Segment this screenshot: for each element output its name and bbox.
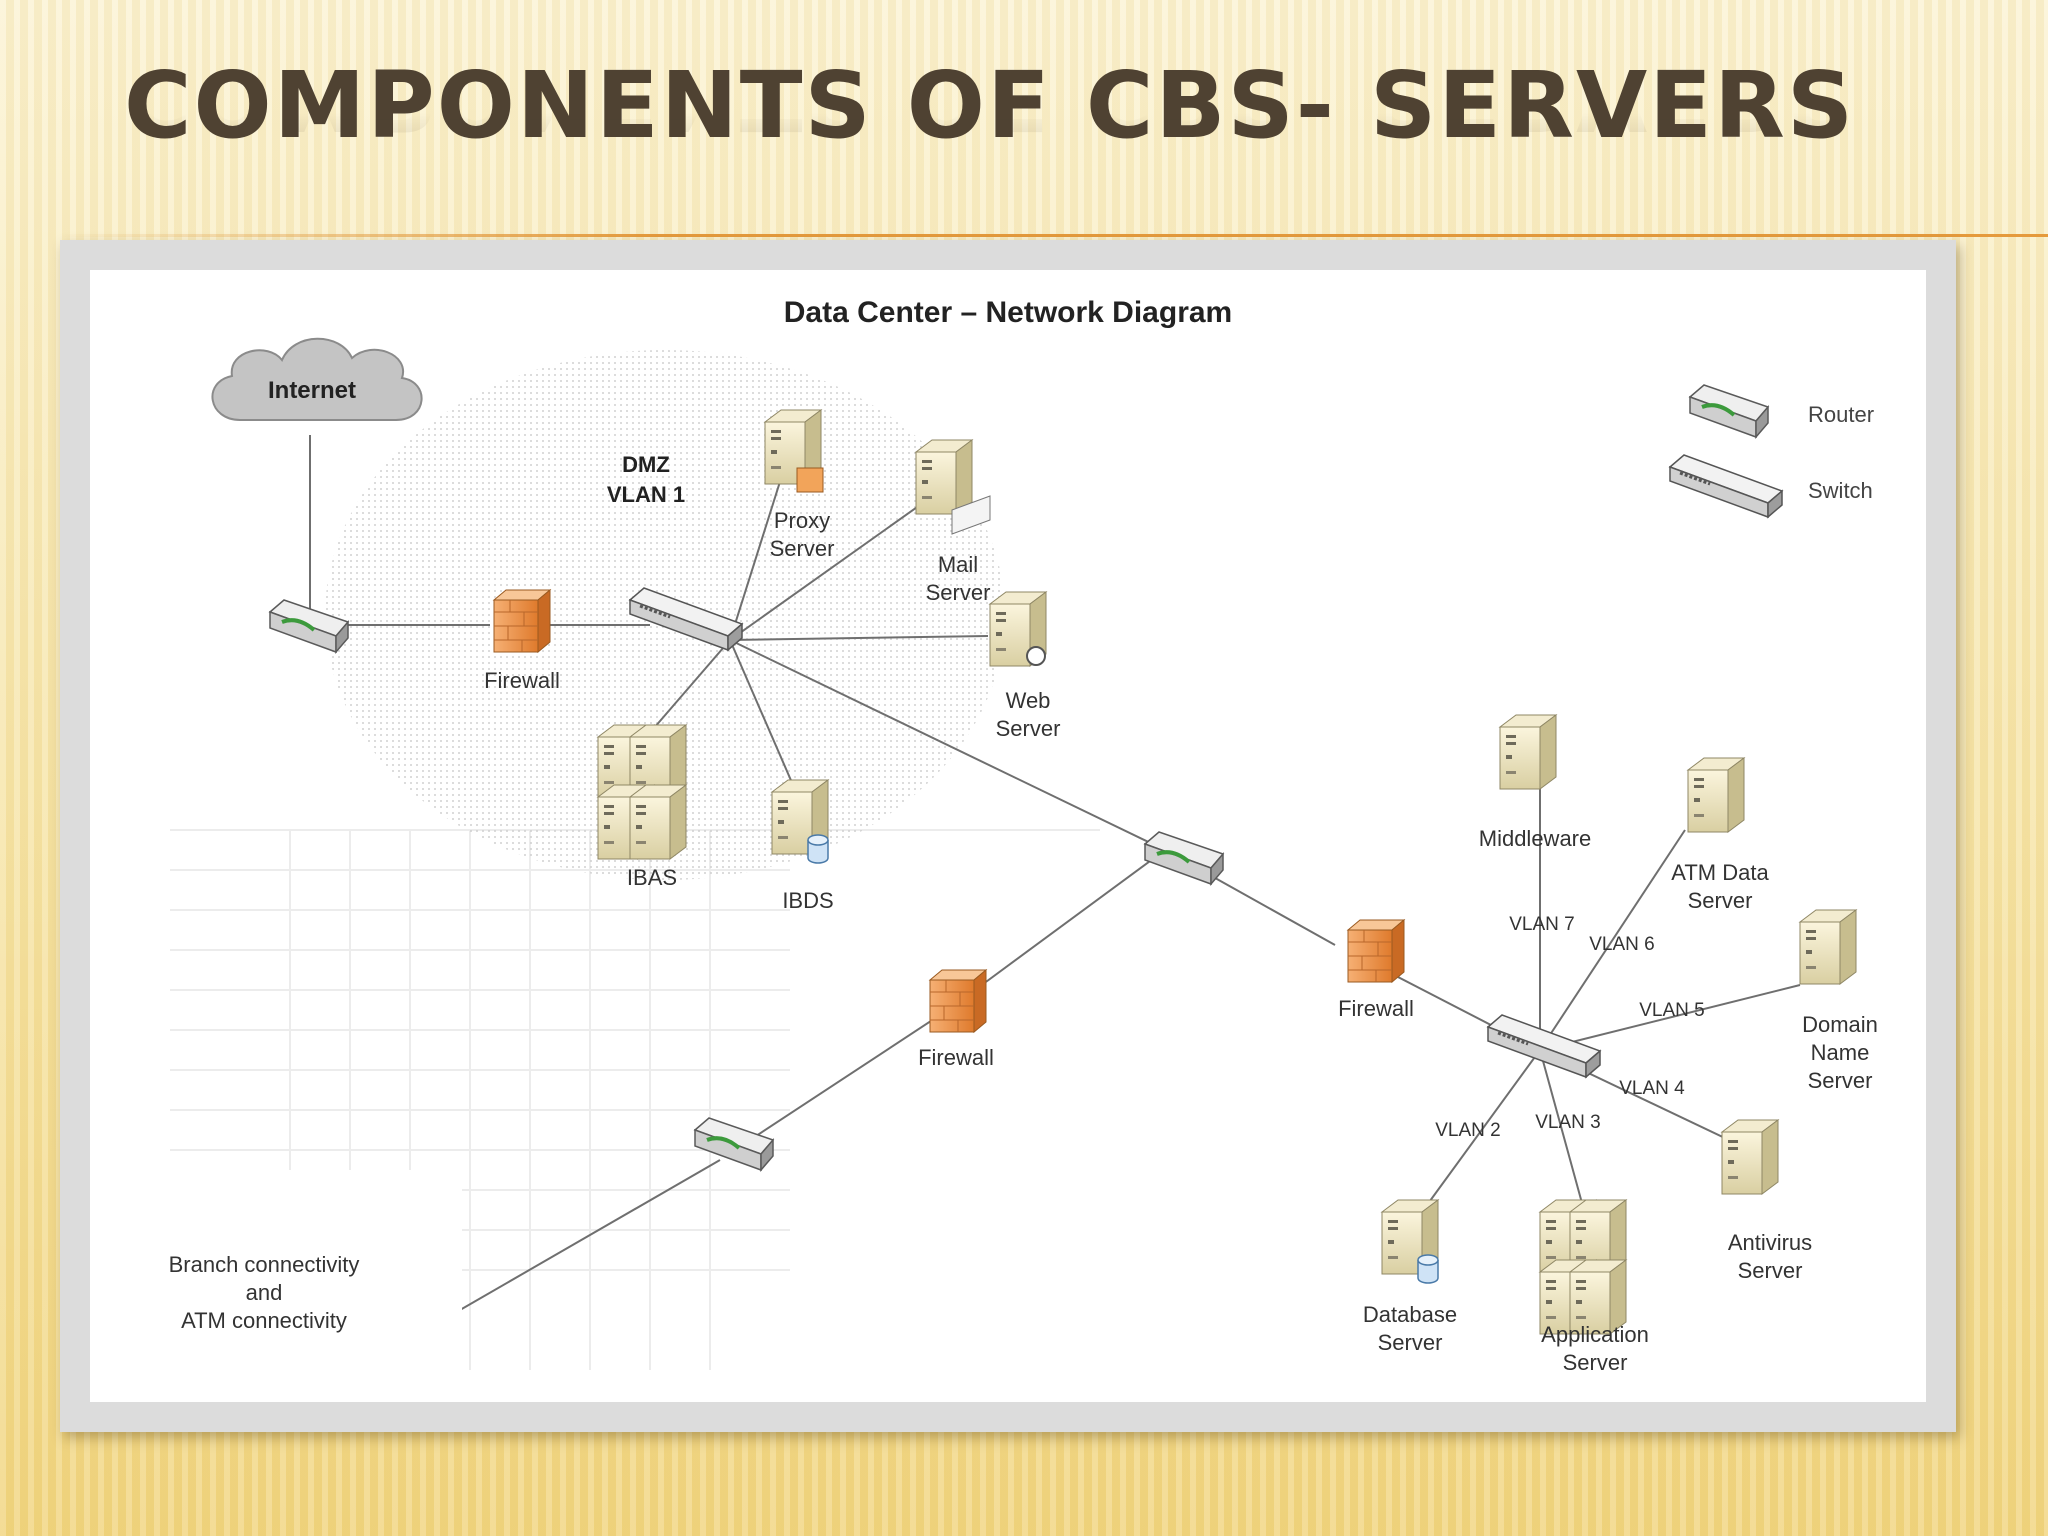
proxy-badge-icon <box>796 467 824 493</box>
dns-server-label-1: Domain <box>1802 1012 1878 1037</box>
web-server-label-2: Server <box>996 716 1061 741</box>
proxy-server-label-2: Server <box>770 536 835 561</box>
legend-switch-label: Switch <box>1808 478 1873 503</box>
dns-server-icon <box>1799 909 1857 985</box>
internal-firewall-icon <box>1347 919 1405 983</box>
branch-connectivity-label-3: ATM connectivity <box>181 1308 347 1333</box>
dns-server-label-3: Server <box>1808 1068 1873 1093</box>
diagram-title: Data Center – Network Diagram <box>784 296 1232 329</box>
diagram-frame: Data Center – Network Diagram Internet D… <box>60 240 1956 1432</box>
mail-server-icon <box>915 439 973 515</box>
branch-router-icon <box>693 1116 775 1172</box>
core-router-icon <box>1143 830 1225 886</box>
internet-label: Internet <box>268 377 356 404</box>
atm-data-server-icon <box>1687 757 1745 833</box>
antivirus-server-label-1: Antivirus <box>1728 1230 1812 1255</box>
database-cylinder-icon <box>1417 1254 1439 1284</box>
vlan-6-label: VLAN 6 <box>1589 934 1654 955</box>
dmz-vlan-label: VLAN 1 <box>607 482 685 507</box>
internet-cloud-icon <box>211 337 423 421</box>
dmz-label: DMZ <box>622 452 670 477</box>
antivirus-server-label-2: Server <box>1738 1258 1803 1283</box>
branch-firewall-icon <box>929 969 987 1033</box>
vlan-2-label: VLAN 2 <box>1435 1120 1500 1141</box>
ibas-label: IBAS <box>627 865 677 890</box>
ibas-server-icon <box>597 724 687 860</box>
application-server-icon <box>1539 1199 1627 1335</box>
middleware-server-icon <box>1499 714 1557 790</box>
vlan-5-label: VLAN 5 <box>1639 1000 1704 1021</box>
atm-data-server-label-2: Server <box>1688 888 1753 913</box>
branch-connectivity-label-1: Branch connectivity <box>169 1252 360 1277</box>
legend-switch-icon <box>1668 453 1784 519</box>
dns-server-label-2: Name <box>1811 1040 1870 1065</box>
database-server-label-1: Database <box>1363 1302 1457 1327</box>
application-server-label-2: Server <box>1563 1350 1628 1375</box>
internal-firewall-label: Firewall <box>1338 996 1414 1021</box>
slide-title: COMPONENTS OF CBS- SERVERS <box>124 52 1856 159</box>
database-server-label-2: Server <box>1378 1330 1443 1355</box>
mail-envelope-icon <box>951 495 991 535</box>
atm-data-server-label-1: ATM Data <box>1671 860 1769 885</box>
background-grid <box>170 829 1100 1370</box>
legend-router-label: Router <box>1808 402 1874 427</box>
branch-connectivity-label-2: and <box>246 1280 283 1305</box>
title-accent-line <box>60 234 2048 237</box>
mail-server-label-1: Mail <box>938 552 978 577</box>
ibds-database-icon <box>807 834 829 864</box>
ibds-label: IBDS <box>782 888 833 913</box>
antivirus-server-icon <box>1721 1119 1779 1195</box>
web-server-label-1: Web <box>1006 688 1051 713</box>
proxy-server-label-1: Proxy <box>774 508 830 533</box>
vlan-7-label: VLAN 7 <box>1509 914 1574 935</box>
branch-connectivity-box <box>90 1170 462 1402</box>
vlan-3-label: VLAN 3 <box>1535 1112 1600 1133</box>
application-server-label-1: Application <box>1541 1322 1649 1347</box>
vlan-4-label: VLAN 4 <box>1619 1078 1685 1099</box>
dmz-firewall-icon <box>493 589 551 653</box>
legend-router-icon <box>1688 383 1770 439</box>
dmz-firewall-label: Firewall <box>484 668 560 693</box>
mail-server-label-2: Server <box>926 580 991 605</box>
middleware-label: Middleware <box>1479 826 1592 851</box>
network-diagram: Data Center – Network Diagram Internet D… <box>90 270 1926 1402</box>
web-globe-icon <box>1026 646 1046 666</box>
branch-firewall-label: Firewall <box>918 1045 994 1070</box>
